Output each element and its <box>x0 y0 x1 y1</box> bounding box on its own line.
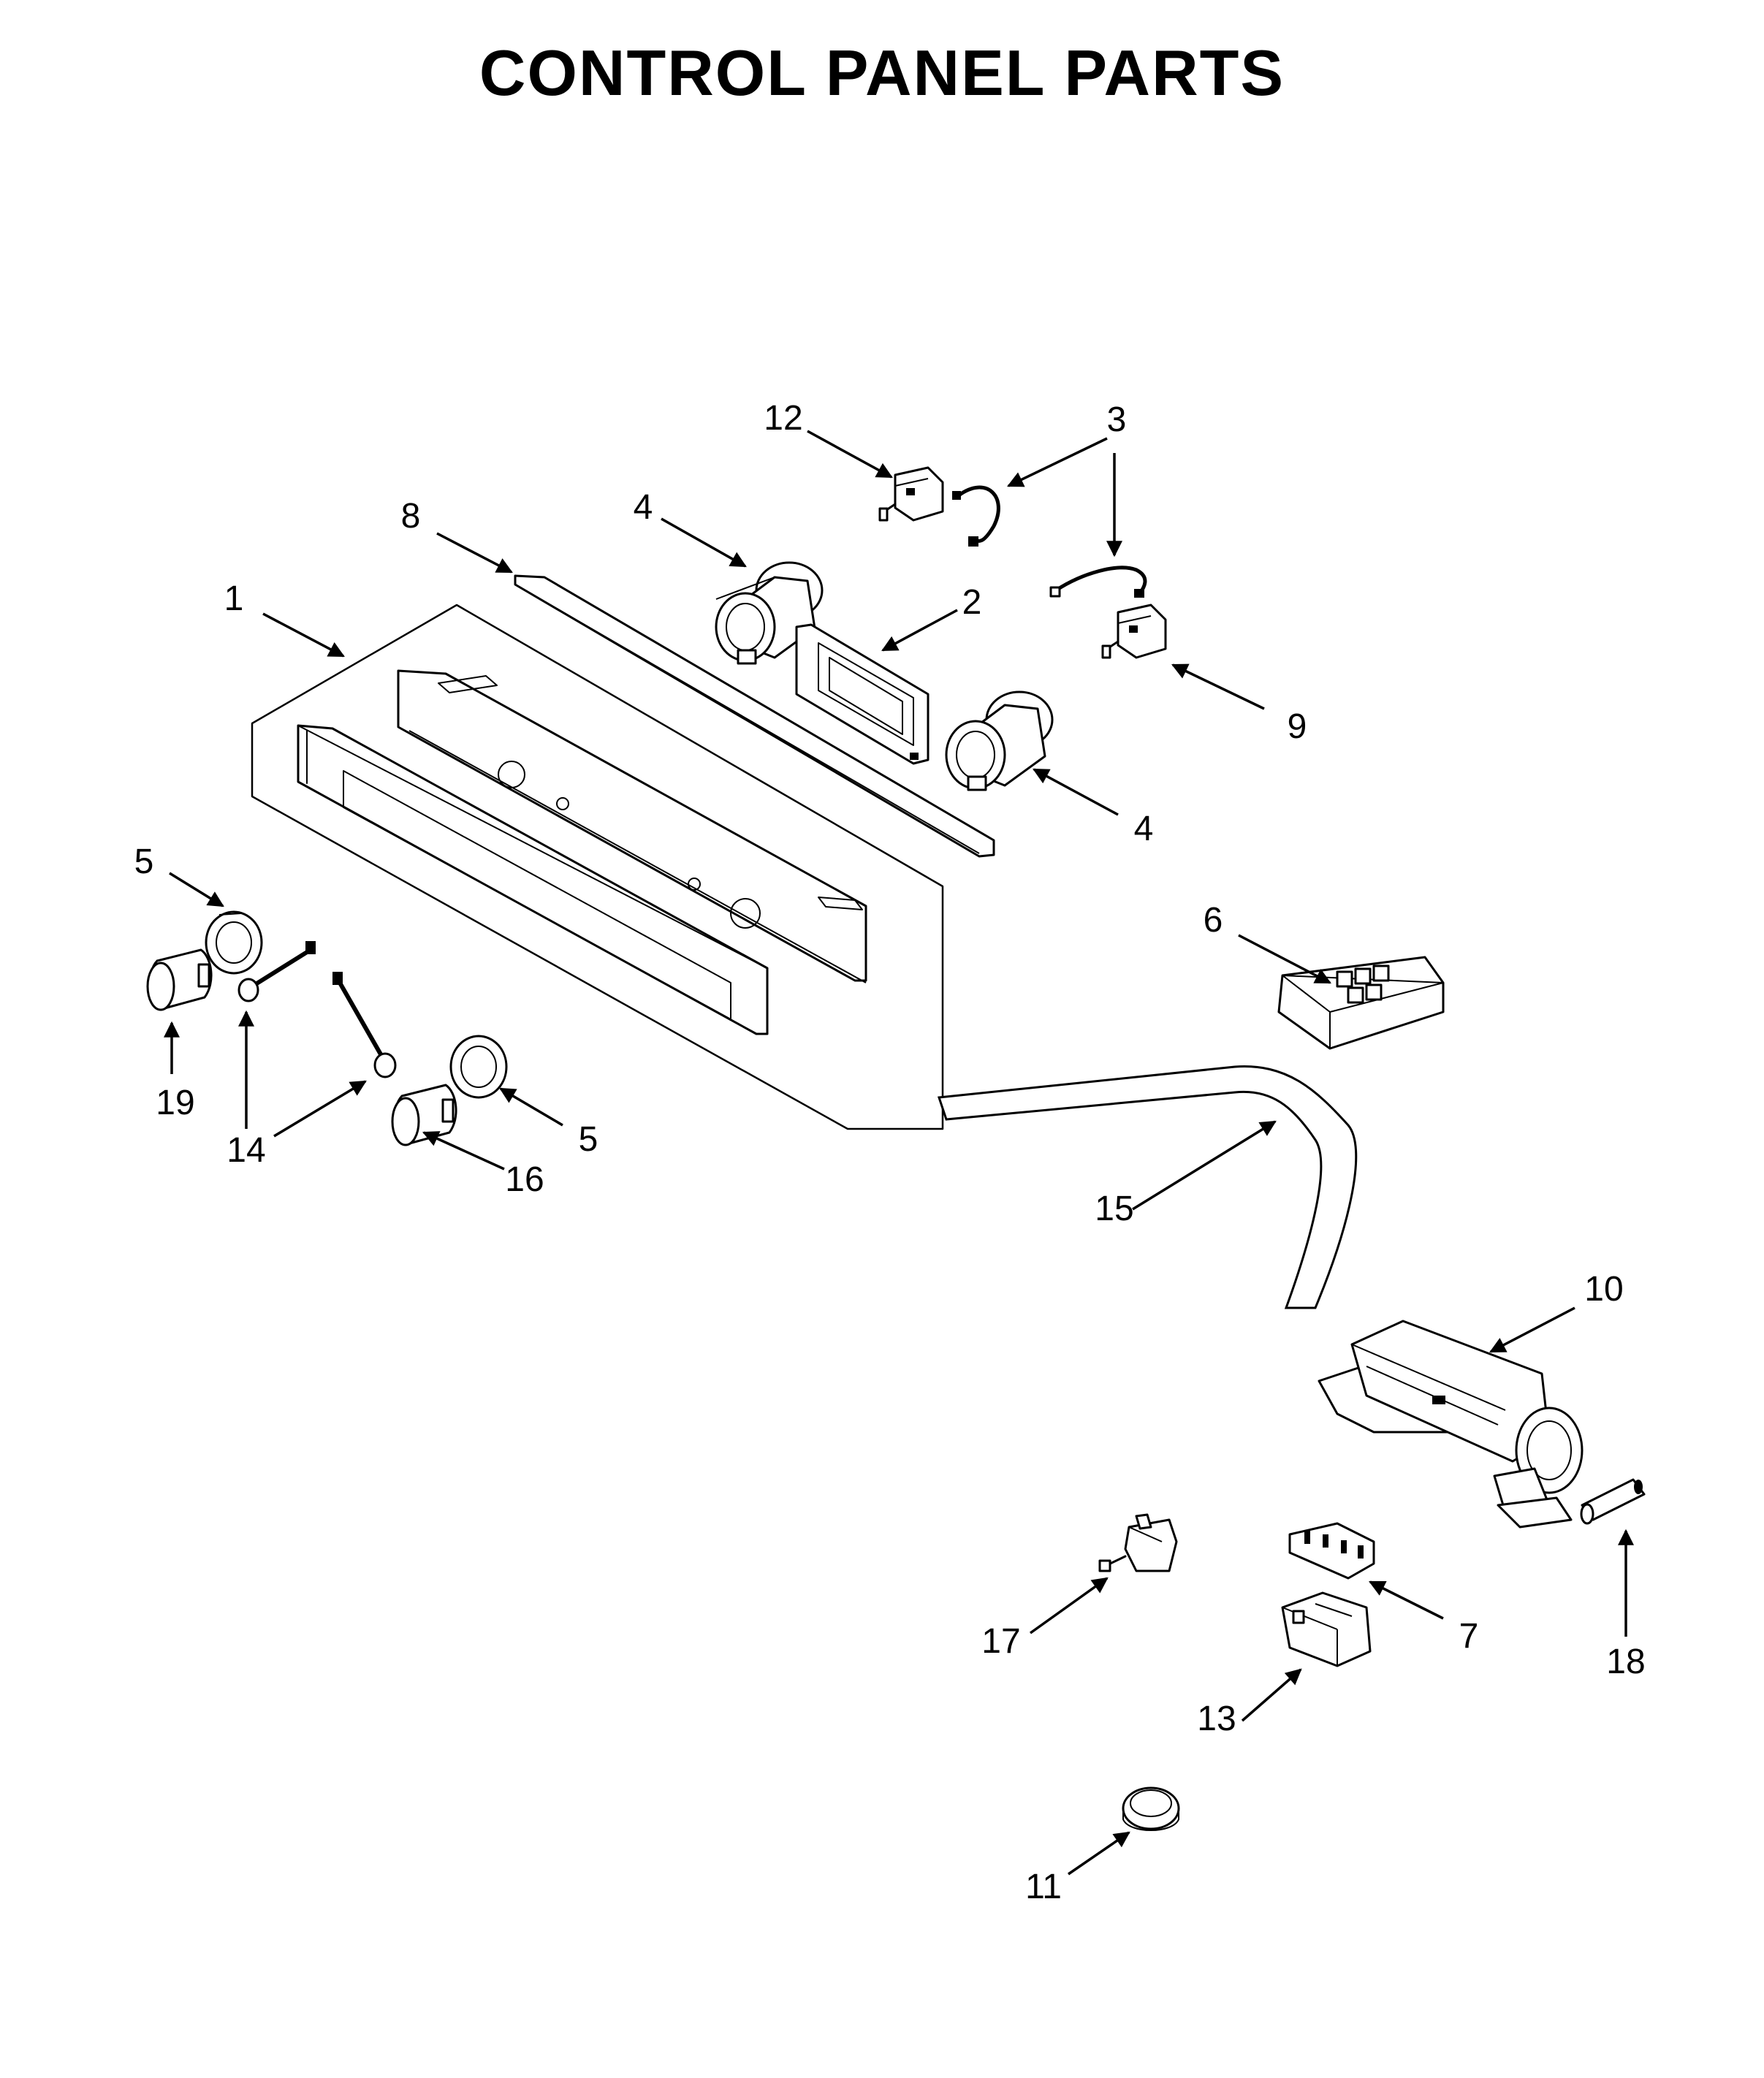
callout-16: 16 <box>505 1160 544 1199</box>
sensor-housing <box>1281 1591 1372 1667</box>
callout-4-lower: 4 <box>1134 810 1154 848</box>
knob-upper <box>146 948 213 1011</box>
seal-strip <box>937 1065 1358 1309</box>
relay-board <box>1277 956 1445 1050</box>
callout-5-upper: 5 <box>134 842 154 881</box>
callout-labels: 1 2 3 4 4 5 5 6 7 8 9 10 11 12 13 14 15 … <box>134 399 1646 1906</box>
switch-upper <box>878 466 944 522</box>
callout-3: 3 <box>1107 400 1127 439</box>
callout-14: 14 <box>227 1131 265 1170</box>
trim-strip <box>514 574 995 858</box>
display-board <box>795 623 929 765</box>
control-panel-assembly <box>251 604 944 1130</box>
cooling-fan-motor <box>1318 1320 1584 1529</box>
callout-11: 11 <box>1025 1868 1062 1906</box>
diagram-title: CONTROL PANEL PARTS <box>479 37 1285 109</box>
callout-8: 8 <box>401 497 421 536</box>
callout-4-upper: 4 <box>634 488 653 527</box>
callout-17: 17 <box>981 1622 1020 1661</box>
callout-9: 9 <box>1288 707 1307 746</box>
callout-10: 10 <box>1584 1270 1623 1309</box>
callout-19: 19 <box>156 1084 194 1122</box>
tube <box>1580 1478 1646 1525</box>
callout-7: 7 <box>1459 1617 1479 1656</box>
callout-1: 1 <box>224 579 244 618</box>
knob-bezel-lower <box>449 1035 508 1099</box>
shaft-upper <box>237 941 316 1002</box>
callout-12: 12 <box>764 399 802 438</box>
callout-5-lower: 5 <box>579 1120 598 1159</box>
callout-13: 13 <box>1197 1700 1236 1738</box>
knob-lower <box>391 1084 457 1146</box>
callout-6: 6 <box>1204 901 1223 940</box>
wire-harness-upper <box>952 485 1000 547</box>
switch-lower <box>1101 604 1167 659</box>
wire-harness-lower <box>1049 566 1147 598</box>
bracket-lower <box>945 690 1054 791</box>
callout-18: 18 <box>1606 1643 1645 1681</box>
bezel-ring <box>1122 1786 1180 1831</box>
shaft-lower <box>332 972 397 1078</box>
leader-arrows <box>164 430 1634 1876</box>
terminal-block <box>1288 1522 1375 1580</box>
callout-2: 2 <box>962 583 982 622</box>
callout-15: 15 <box>1095 1190 1133 1228</box>
selector-switch <box>1098 1513 1178 1572</box>
knob-bezel-upper <box>205 910 263 975</box>
